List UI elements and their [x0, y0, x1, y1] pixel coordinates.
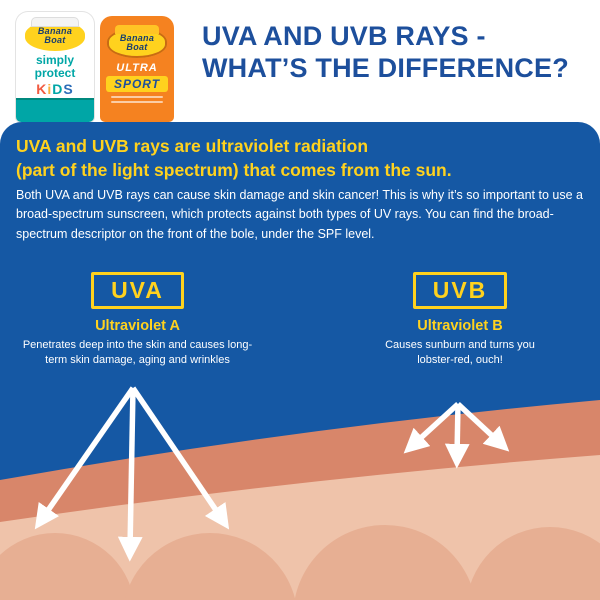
- uva-description: Penetrates deep into the skin and causes…: [22, 339, 253, 367]
- uva-arrow-left: [34, 386, 136, 530]
- skin-bump: [294, 525, 476, 600]
- bottle-simply-protect-kids: Banana Boat simply protect KiDS: [16, 12, 94, 122]
- intro-heading: UVA and UVB rays are ultraviolet radiati…: [16, 135, 581, 182]
- skin-diagram: [0, 386, 600, 600]
- uvb-arrow-left: [403, 401, 460, 454]
- brand-line2: Boat: [44, 35, 66, 45]
- uvb-arrow-center: [444, 403, 470, 469]
- page-title-line1: UVA AND UVB RAYS -: [202, 21, 486, 51]
- kids-label: simply protect: [16, 54, 94, 79]
- fine-print-line: [111, 101, 163, 103]
- page-title-line2: WHAT’S THE DIFFERENCE?: [202, 53, 569, 84]
- uvb-section: UVB Ultraviolet B Causes sunburn and tur…: [345, 272, 575, 369]
- content-panel: UVA and UVB rays are ultraviolet radiati…: [0, 122, 600, 600]
- sport-label-ultra: ULTRA: [116, 62, 158, 74]
- kids-letter: S: [63, 81, 74, 98]
- uva-section: UVA Ultraviolet A Penetrates deep into t…: [10, 272, 265, 369]
- brand-line1: Banana: [119, 32, 155, 43]
- skin-bump: [466, 527, 600, 600]
- brand-line1: Banana: [37, 25, 73, 36]
- intro-heading-line2: (part of the light spectrum) that comes …: [16, 159, 452, 180]
- kids-label-line1: simply: [35, 53, 74, 67]
- uvb-arrow-right: [456, 401, 510, 452]
- brand-line2: Boat: [126, 42, 148, 52]
- uva-badge: UVA: [91, 272, 184, 309]
- uva-title: Ultraviolet A: [95, 318, 180, 334]
- bottle-cap: [32, 18, 78, 26]
- uvb-penetration-arrows: [403, 401, 510, 469]
- kids-letter: D: [52, 81, 64, 98]
- kids-label-line2: protect: [34, 65, 76, 80]
- sport-label-sport: SPORT: [105, 76, 169, 92]
- uva-arrow-right: [130, 386, 230, 530]
- uvb-description: Causes sunburn and turns you lobster-red…: [385, 339, 535, 367]
- uva-penetration-arrows: [34, 386, 230, 562]
- skin-cell-bumps: [0, 525, 600, 600]
- banana-boat-logo: Banana Boat: [25, 21, 85, 51]
- kids-letter: i: [47, 81, 53, 98]
- bottle-ultra-sport: Banana Boat ULTRA SPORT: [100, 16, 174, 122]
- kids-wordmark: KiDS: [16, 81, 94, 97]
- intro-heading-line1: UVA and UVB rays are ultraviolet radiati…: [16, 136, 369, 156]
- skin-bump: [0, 533, 134, 600]
- header: Banana Boat simply protect KiDS Banana B…: [0, 0, 600, 122]
- uva-arrow-center: [117, 387, 143, 562]
- uvb-badge: UVB: [412, 272, 508, 309]
- page-title: UVA AND UVB RAYS - WHAT’S THE DIFFERENCE…: [202, 20, 594, 85]
- uvb-title: Ultraviolet B: [417, 318, 503, 334]
- fine-print-line: [111, 96, 163, 98]
- intro-body: Both UVA and UVB rays can cause skin dam…: [16, 188, 583, 241]
- bottle-cap: [115, 25, 159, 34]
- skin-bump: [124, 533, 296, 600]
- kids-letter: K: [36, 81, 48, 98]
- kids-bottle-band: [16, 98, 94, 122]
